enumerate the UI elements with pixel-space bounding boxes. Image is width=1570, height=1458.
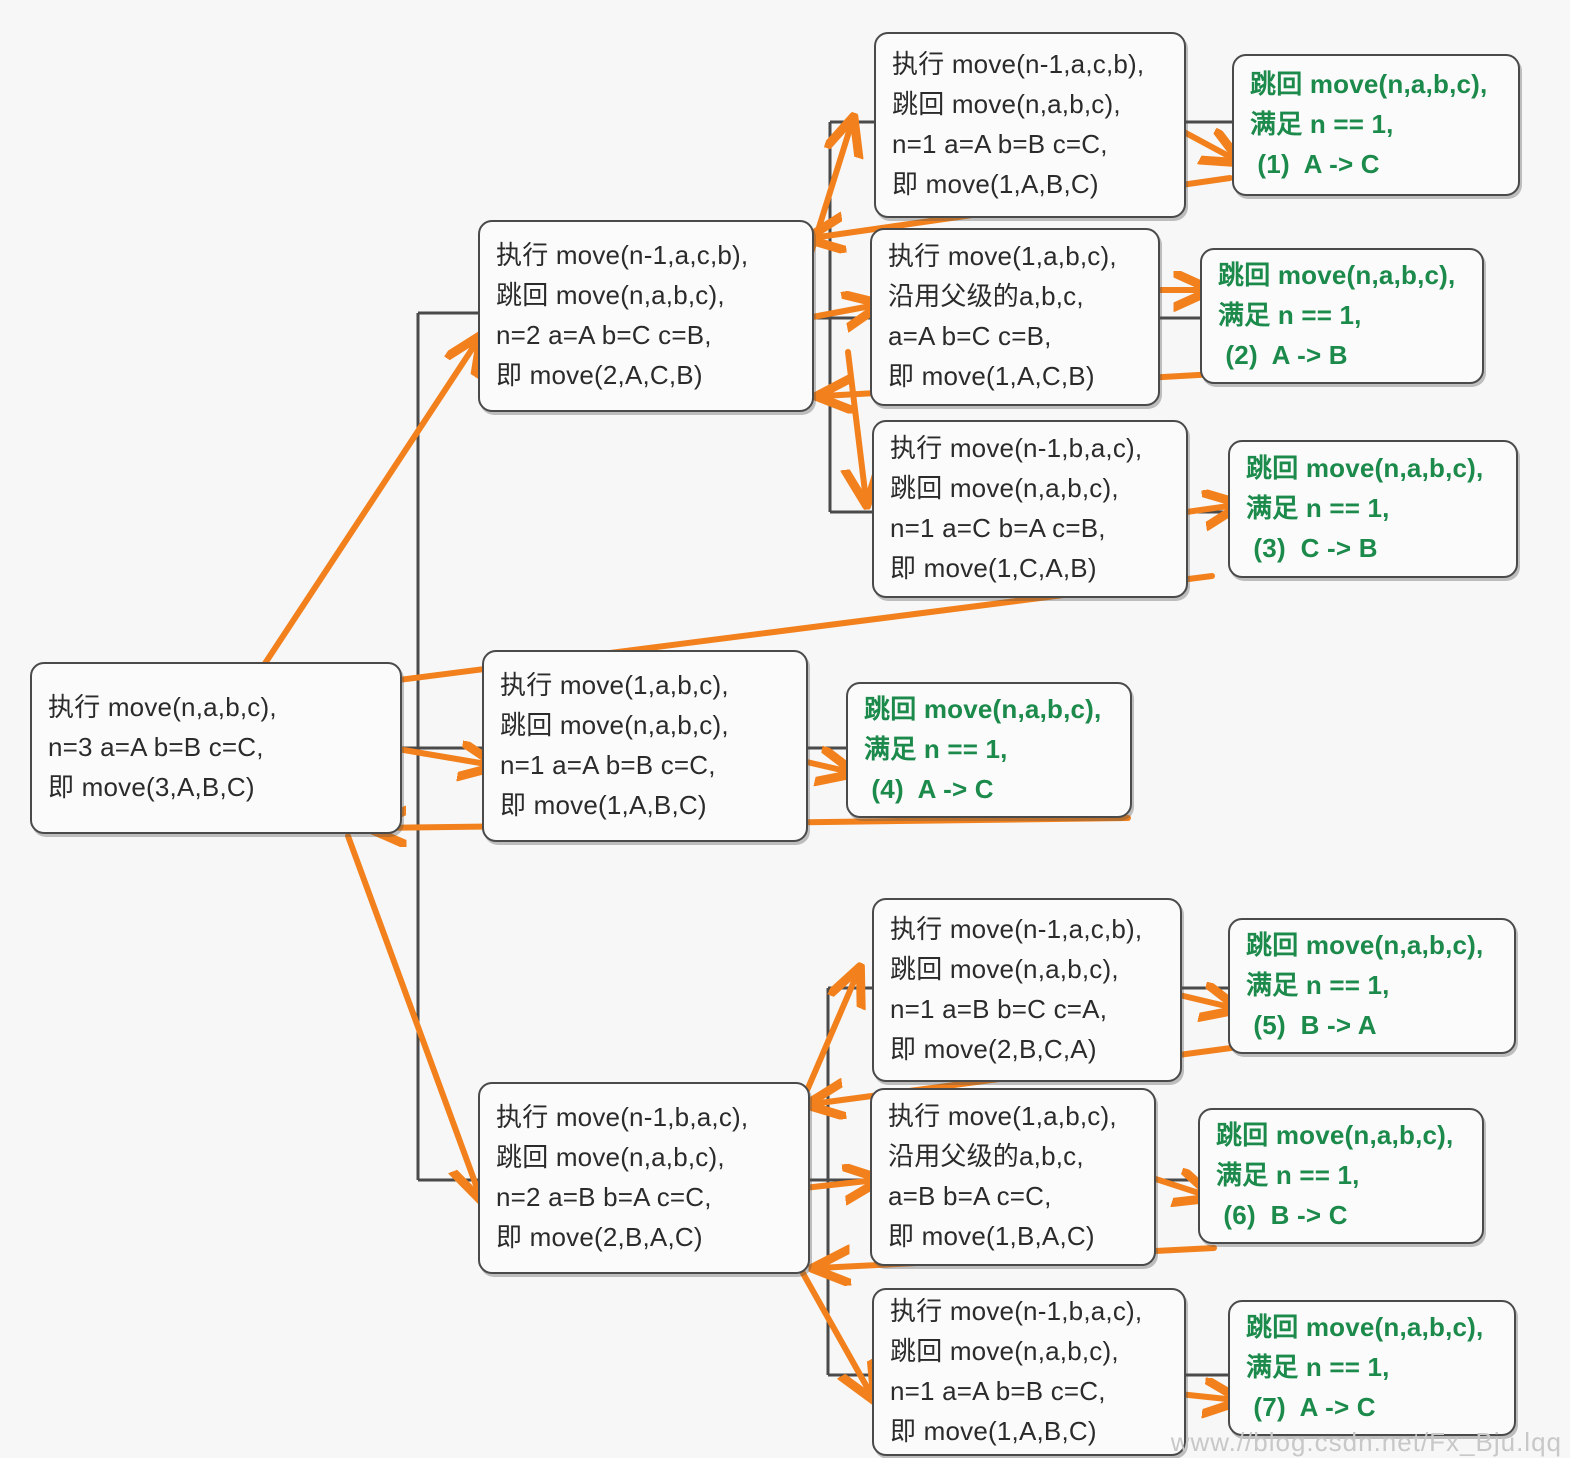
node-line: (6) B -> C <box>1216 1200 1348 1230</box>
node-line: 沿用父级的a,b,c, <box>888 281 1084 311</box>
arrow-l2bottom-to-l37 <box>797 1265 872 1396</box>
node-line: 满足 n == 1, <box>1250 109 1394 139</box>
node-line: 沿用父级的a,b,c, <box>888 1141 1084 1171</box>
node-l3-5[interactable]: 执行 move(n-1,a,c,b), 跳回 move(n,a,b,c), n=… <box>872 898 1182 1082</box>
node-line: 即 move(1,A,B,C) <box>500 790 707 820</box>
node-line: 跳回 move(n,a,b,c), <box>496 280 725 310</box>
node-line: 执行 move(n-1,b,a,c), <box>890 1296 1143 1326</box>
node-line: n=2 a=B b=A c=C, <box>496 1182 712 1212</box>
node-ret-6[interactable]: 跳回 move(n,a,b,c), 满足 n == 1, (6) B -> C <box>1198 1108 1484 1244</box>
node-line: 跳回 move(n,a,b,c), <box>890 473 1119 503</box>
node-line: 即 move(1,A,B,C) <box>892 169 1099 199</box>
node-line: 执行 move(n,a,b,c), <box>48 692 277 722</box>
node-ret-3[interactable]: 跳回 move(n,a,b,c), 满足 n == 1, (3) C -> B <box>1228 440 1518 578</box>
node-ret-4[interactable]: 跳回 move(n,a,b,c), 满足 n == 1, (4) A -> C <box>846 682 1132 818</box>
node-line: 即 move(2,B,C,A) <box>890 1034 1097 1064</box>
node-line: (5) B -> A <box>1246 1010 1377 1040</box>
node-line: n=1 a=A b=B c=C, <box>500 750 716 780</box>
node-line: 执行 move(n-1,b,a,c), <box>890 433 1143 463</box>
node-line: (7) A -> C <box>1246 1392 1376 1422</box>
node-line: 执行 move(1,a,b,c), <box>500 670 729 700</box>
node-line: (2) A -> B <box>1218 340 1348 370</box>
node-line: n=2 a=A b=C c=B, <box>496 320 712 350</box>
node-line: 即 move(1,C,A,B) <box>890 553 1097 583</box>
node-line: 满足 n == 1, <box>1216 1160 1360 1190</box>
node-line: 满足 n == 1, <box>1218 300 1362 330</box>
node-line: (1) A -> C <box>1250 149 1380 179</box>
node-line: 即 move(1,A,C,B) <box>888 361 1095 391</box>
node-l3-1[interactable]: 执行 move(n-1,a,c,b), 跳回 move(n,a,b,c), n=… <box>874 32 1186 218</box>
node-line: n=1 a=C b=A c=B, <box>890 513 1106 543</box>
node-line: 跳回 move(n,a,b,c), <box>890 1336 1119 1366</box>
node-line: n=1 a=B b=C c=A, <box>890 994 1108 1024</box>
node-l2-bottom[interactable]: 执行 move(n-1,b,a,c), 跳回 move(n,a,b,c), n=… <box>478 1082 810 1274</box>
arrow-root-to-l2bottom <box>345 833 480 1196</box>
node-line: 跳回 move(n,a,b,c), <box>1216 1120 1454 1150</box>
node-l3-7[interactable]: 执行 move(n-1,b,a,c), 跳回 move(n,a,b,c), n=… <box>872 1288 1186 1456</box>
node-l3-2[interactable]: 执行 move(1,a,b,c), 沿用父级的a,b,c, a=A b=C c=… <box>870 228 1160 406</box>
node-line: 跳回 move(n,a,b,c), <box>1250 69 1488 99</box>
node-line: 满足 n == 1, <box>1246 970 1390 1000</box>
node-root[interactable]: 执行 move(n,a,b,c), n=3 a=A b=B c=C, 即 mov… <box>30 662 402 834</box>
node-line: 满足 n == 1, <box>864 734 1008 764</box>
node-l3-3[interactable]: 执行 move(n-1,b,a,c), 跳回 move(n,a,b,c), n=… <box>872 420 1188 598</box>
node-l2-top[interactable]: 执行 move(n-1,a,c,b), 跳回 move(n,a,b,c), n=… <box>478 220 814 412</box>
node-line: 跳回 move(n,a,b,c), <box>500 710 729 740</box>
node-line: 跳回 move(n,a,b,c), <box>864 694 1102 724</box>
node-line: 执行 move(n-1,a,c,b), <box>890 914 1143 944</box>
node-line: a=A b=C c=B, <box>888 321 1052 351</box>
node-line: 跳回 move(n,a,b,c), <box>1246 930 1484 960</box>
arrow-l2top-to-l33 <box>848 349 866 500</box>
node-line: n=3 a=A b=B c=C, <box>48 732 264 762</box>
node-line: (3) C -> B <box>1246 533 1378 563</box>
node-line: 执行 move(n-1,b,a,c), <box>496 1102 749 1132</box>
node-ret-1[interactable]: 跳回 move(n,a,b,c), 满足 n == 1, (1) A -> C <box>1232 54 1520 196</box>
node-line: 即 move(1,B,A,C) <box>888 1221 1095 1251</box>
node-line: 跳回 move(n,a,b,c), <box>1246 453 1484 483</box>
node-line: 跳回 move(n,a,b,c), <box>890 954 1119 984</box>
node-ret-5[interactable]: 跳回 move(n,a,b,c), 满足 n == 1, (5) B -> A <box>1228 918 1516 1054</box>
node-line: n=1 a=A b=B c=C, <box>890 1376 1106 1406</box>
node-line: n=1 a=A b=B c=C, <box>892 129 1108 159</box>
node-ret-2[interactable]: 跳回 move(n,a,b,c), 满足 n == 1, (2) A -> B <box>1200 248 1484 384</box>
node-line: 即 move(3,A,B,C) <box>48 772 255 802</box>
node-line: 满足 n == 1, <box>1246 1352 1390 1382</box>
node-line: a=B b=A c=C, <box>888 1181 1052 1211</box>
node-line: 执行 move(1,a,b,c), <box>888 1101 1117 1131</box>
node-line: 执行 move(1,a,b,c), <box>888 241 1117 271</box>
node-line: 跳回 move(n,a,b,c), <box>1246 1312 1484 1342</box>
arrow-root-to-l2top <box>259 340 478 671</box>
node-line: 跳回 move(n,a,b,c), <box>1218 260 1456 290</box>
node-line: (4) A -> C <box>864 774 994 804</box>
node-line: 即 move(1,A,B,C) <box>890 1416 1097 1446</box>
node-line: 即 move(2,A,C,B) <box>496 360 703 390</box>
node-line: 即 move(2,B,A,C) <box>496 1222 703 1252</box>
node-l2-mid[interactable]: 执行 move(1,a,b,c), 跳回 move(n,a,b,c), n=1 … <box>482 650 808 842</box>
node-line: 执行 move(n-1,a,c,b), <box>892 49 1145 79</box>
node-line: 执行 move(n-1,a,c,b), <box>496 240 749 270</box>
node-line: 满足 n == 1, <box>1246 493 1390 523</box>
node-line: 跳回 move(n,a,b,c), <box>496 1142 725 1172</box>
node-ret-7[interactable]: 跳回 move(n,a,b,c), 满足 n == 1, (7) A -> C <box>1228 1300 1516 1436</box>
watermark: www.//blog.csdn.net/Fx_Bju.lqq <box>1170 1427 1562 1457</box>
node-line: 跳回 move(n,a,b,c), <box>892 89 1121 119</box>
node-l3-6[interactable]: 执行 move(1,a,b,c), 沿用父级的a,b,c, a=B b=A c=… <box>870 1088 1156 1266</box>
